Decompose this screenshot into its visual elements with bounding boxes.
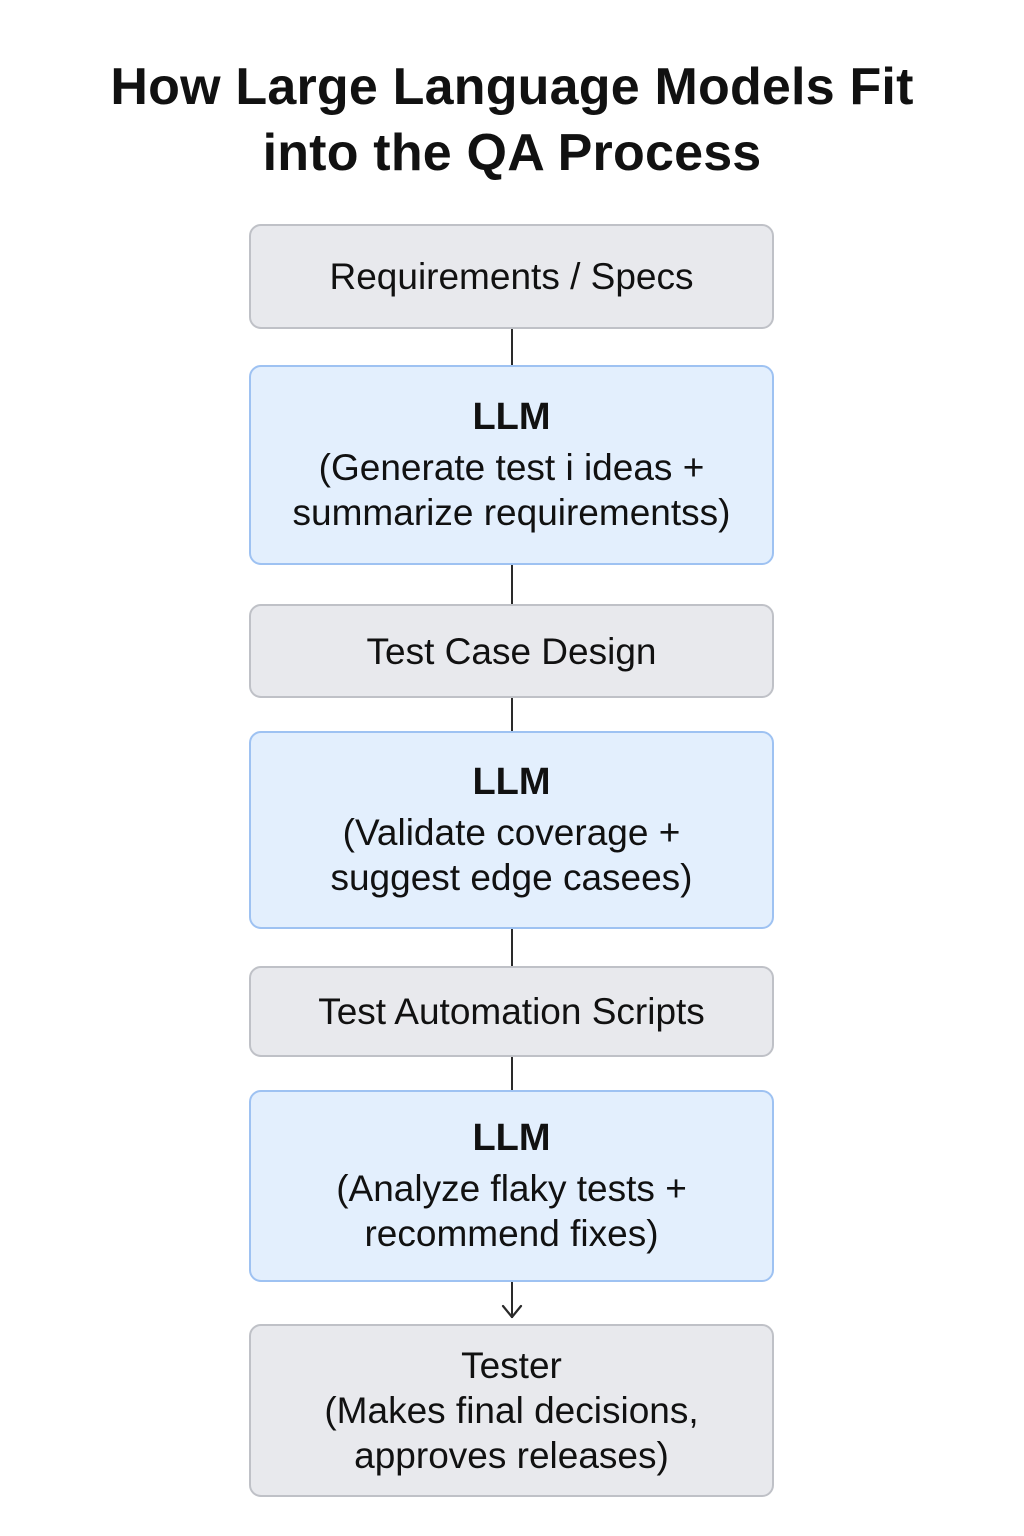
- down-arrow-icon: [501, 1304, 523, 1319]
- step-llm-validate-line-2: suggest edge casees): [330, 857, 693, 898]
- step-tester: Tester (Makes final decisions, approves …: [249, 1324, 774, 1497]
- step-llm-analyze-line-2: recommend fixes): [364, 1213, 659, 1254]
- step-llm-analyze-line-1: (Analyze flaky tests +: [336, 1168, 687, 1209]
- step-test-case-design-label: Test Case Design: [366, 630, 657, 672]
- step-llm-generate-line-1: (Generate test i ideas +: [318, 447, 705, 488]
- title-line-1: How Large Language Models Fit: [110, 58, 914, 116]
- step-llm-validate: LLM (Validate coverage + suggest edge ca…: [249, 731, 774, 929]
- connector-2: [511, 565, 513, 604]
- step-llm-generate-line-2: summarize requirementss): [292, 492, 731, 533]
- step-llm-validate-line-1: (Validate coverage +: [342, 812, 681, 853]
- title-line-2: into the QA Process: [262, 124, 762, 182]
- step-llm-analyze: LLM (Analyze flaky tests + recommend fix…: [249, 1090, 774, 1282]
- connector-5: [511, 1057, 513, 1090]
- step-llm-analyze-heading: LLM: [472, 1117, 551, 1159]
- step-tester-line-2: (Makes final decisions,: [324, 1390, 699, 1431]
- step-llm-generate: LLM (Generate test i ideas + summarize r…: [249, 365, 774, 565]
- step-tester-line-3: approves releases): [354, 1435, 669, 1476]
- step-test-case-design: Test Case Design: [249, 604, 774, 698]
- connector-3: [511, 698, 513, 731]
- step-requirements-label: Requirements / Specs: [329, 256, 694, 297]
- connector-6: [511, 1282, 513, 1318]
- step-llm-generate-heading: LLM: [472, 396, 551, 438]
- step-llm-validate-heading: LLM: [472, 761, 551, 803]
- connector-4: [511, 929, 513, 966]
- step-test-automation-scripts-label: Test Automation Scripts: [318, 991, 705, 1032]
- diagram-title: How Large Language Models Fit into the Q…: [0, 54, 1024, 186]
- step-test-automation-scripts: Test Automation Scripts: [249, 966, 774, 1057]
- step-requirements: Requirements / Specs: [249, 224, 774, 329]
- connector-1: [511, 329, 513, 365]
- step-tester-line-1: Tester: [461, 1345, 562, 1386]
